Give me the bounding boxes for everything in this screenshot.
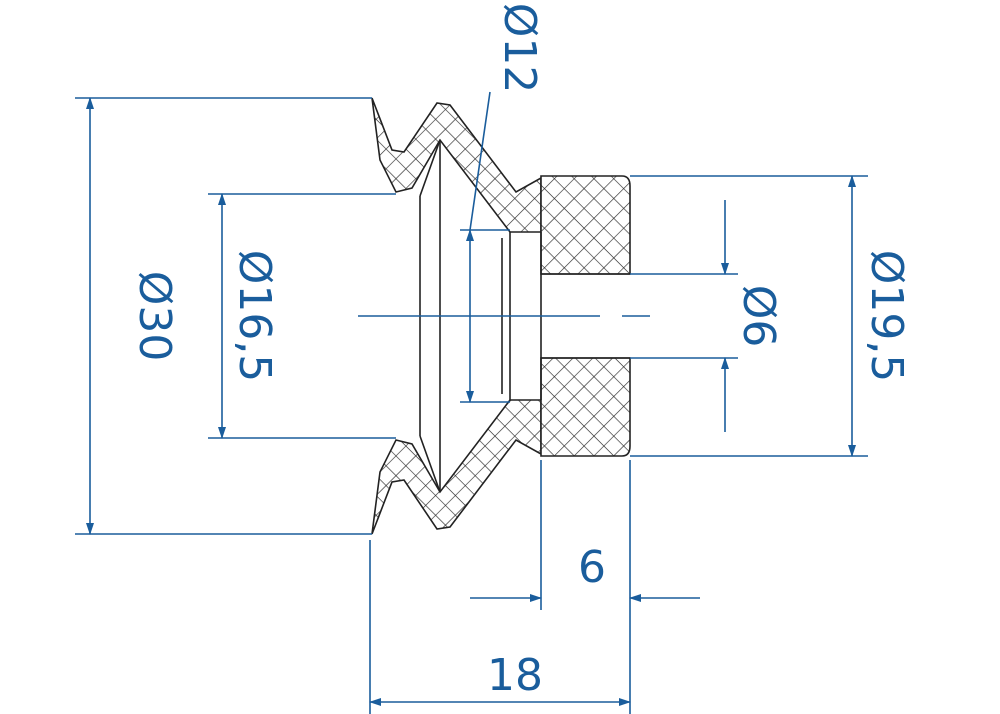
- label-bellows-inner-diameter: Ø12: [494, 3, 545, 94]
- inner-lip-lower: [419, 435, 441, 493]
- inner-lip-upper: [419, 139, 441, 197]
- label-overall-length: 18: [487, 650, 543, 701]
- upper-bellows-wall: [371, 97, 542, 233]
- dim-bellows-leader: [469, 91, 491, 231]
- label-bore-diameter: Ø6: [733, 285, 784, 348]
- label-inner-lip-diameter: Ø16,5: [229, 250, 280, 383]
- lower-bellows-wall: [371, 399, 542, 535]
- dimension-lines: [75, 91, 868, 714]
- label-outer-diameter: Ø30: [129, 271, 180, 362]
- fitting-lower: [540, 357, 631, 457]
- fitting-upper: [540, 175, 631, 275]
- label-fitting-diameter: Ø19,5: [861, 250, 912, 383]
- label-fitting-length: 6: [578, 542, 606, 593]
- dimension-labels: Ø30 Ø16,5 Ø12 Ø6 Ø19,5 6 18: [129, 3, 912, 701]
